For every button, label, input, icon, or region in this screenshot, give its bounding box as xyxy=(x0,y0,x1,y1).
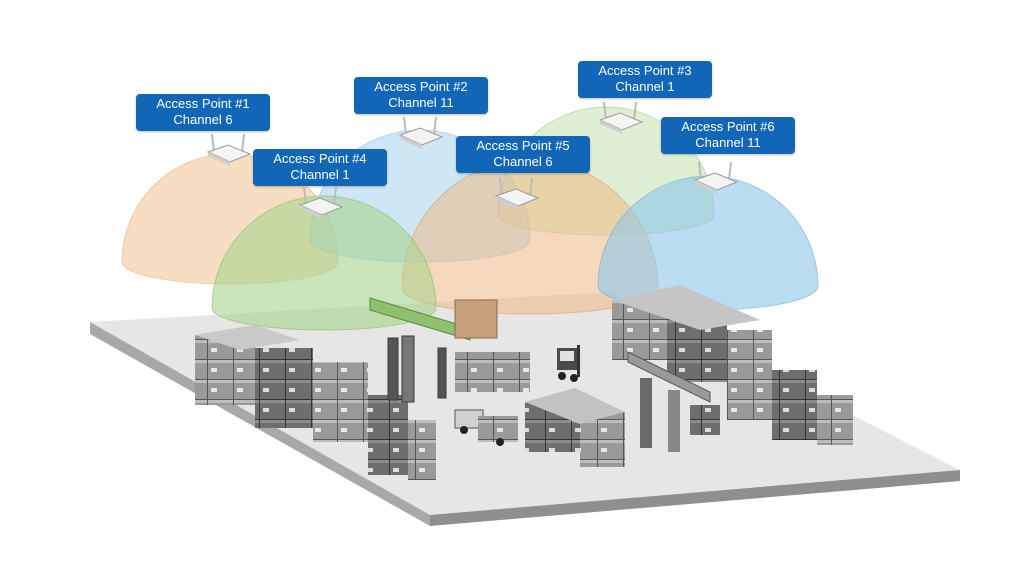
ap-channel: Channel 11 xyxy=(388,95,454,110)
ap-router-2 xyxy=(398,116,444,149)
container-stack-center xyxy=(455,352,625,467)
ap-label-4: Access Point #4 Channel 1 xyxy=(253,149,387,186)
container-stack-right xyxy=(612,285,853,445)
forklift-icon xyxy=(557,345,580,382)
ap-label-1: Access Point #1 Channel 6 xyxy=(136,94,270,131)
ap-label-2: Access Point #2 Channel 11 xyxy=(354,77,488,114)
coverage-dome-ap4 xyxy=(211,195,437,331)
ap-channel: Channel 1 xyxy=(615,79,675,94)
ap-router-3 xyxy=(598,101,644,134)
gantry-crane-icon xyxy=(369,297,498,403)
ap-router-6 xyxy=(693,161,739,194)
ap-name: Access Point #2 xyxy=(374,79,468,94)
ap-name: Access Point #6 xyxy=(681,119,775,134)
ap-channel: Channel 6 xyxy=(173,112,233,127)
ap-channel: Channel 1 xyxy=(290,167,350,182)
gantry-crane-icon xyxy=(627,351,720,452)
truck-icon xyxy=(454,409,518,446)
ap-router-4 xyxy=(298,186,344,219)
coverage-zones xyxy=(121,106,819,331)
ap-name: Access Point #5 xyxy=(476,138,570,153)
ap-name: Access Point #3 xyxy=(598,63,692,78)
ap-name: Access Point #4 xyxy=(273,151,367,166)
ap-label-6: Access Point #6 Channel 11 xyxy=(661,117,795,154)
ap-router-1 xyxy=(206,133,252,166)
ap-label-5: Access Point #5 Channel 6 xyxy=(456,136,590,173)
ap-label-3: Access Point #3 Channel 1 xyxy=(578,61,712,98)
ap-router-5 xyxy=(494,177,540,210)
ap-channel: Channel 11 xyxy=(695,135,761,150)
ap-channel: Channel 6 xyxy=(493,154,553,169)
container-stack-left xyxy=(195,325,436,480)
ap-name: Access Point #1 xyxy=(156,96,250,111)
